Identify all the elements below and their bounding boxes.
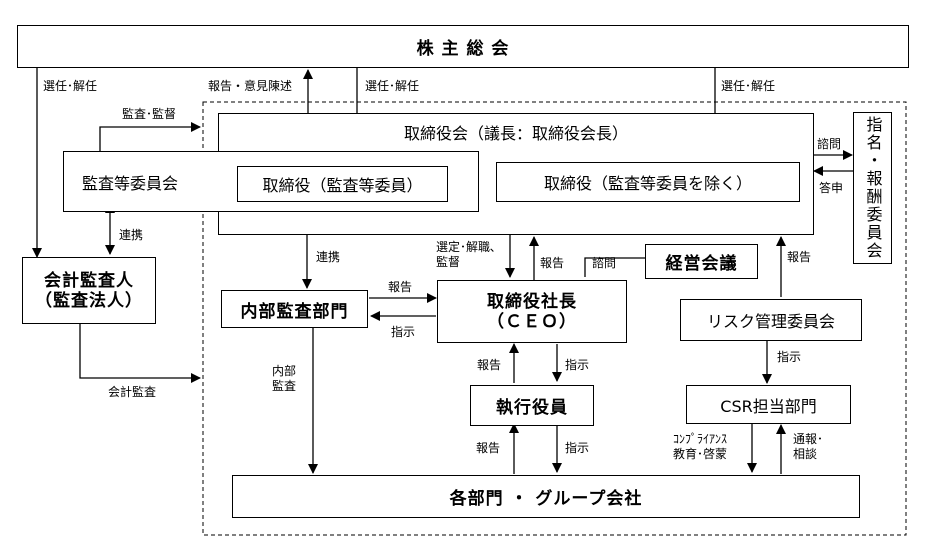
label-compliance: ｺﾝﾌﾟﾗｲｱﾝｽ 教育･啓蒙: [673, 432, 727, 462]
label-compliance-1: ｺﾝﾌﾟﾗｲｱﾝｽ: [673, 432, 728, 446]
label-select-dismiss: 選定･解職､: [436, 240, 497, 254]
label-whistle: 通報･ 相談: [793, 432, 823, 462]
label-whistle-1: 通報･: [793, 432, 824, 446]
label-report-internal: 報告: [388, 280, 413, 294]
label-audit: 監査: [272, 379, 297, 393]
label-supervise: 監督: [436, 255, 461, 269]
label-consult: 諮問: [817, 137, 842, 151]
label-elect-dismiss-left: 選任･解任: [43, 79, 98, 93]
label-report-exec: 報告: [477, 358, 502, 372]
label-compliance-2: 教育･啓蒙: [673, 447, 728, 461]
label-elect-dismiss-right: 選任･解任: [721, 79, 776, 93]
accounting-auditor-line1: 会計監査人: [44, 270, 134, 291]
label-report-dept: 報告: [476, 441, 501, 455]
risk-management-committee: リスク管理委員会: [680, 299, 862, 341]
board-title: 取締役会（議長：取締役会長）: [403, 124, 628, 143]
label-whistle-2: 相談: [793, 447, 818, 461]
president-line2: （ＣＥＯ）: [487, 311, 577, 332]
label-instruct-dept: 指示: [565, 441, 590, 455]
shareholders-meeting-label: 株 主 総 会: [416, 39, 510, 59]
label-audit-supervise: 監査･監督: [122, 107, 177, 121]
label-internal-audit: 内部 監査: [272, 364, 296, 394]
label-instruct-csr: 指示: [777, 350, 802, 364]
label-report-opinion: 報告・意見陳述: [208, 79, 293, 93]
executive-officers: 執行役員: [470, 385, 594, 426]
label-cooperate-mid: 連携: [316, 250, 341, 264]
nomination-compensation-committee: 指名・報酬委員会: [853, 112, 892, 264]
shareholders-meeting: 株 主 総 会: [17, 25, 909, 68]
label-report-board: 報告: [540, 256, 565, 270]
label-elect-dismiss-mid: 選任･解任: [365, 79, 420, 93]
label-instruct-exec: 指示: [565, 358, 590, 372]
csr-department-label: CSR担当部門: [720, 396, 817, 416]
president-line1: 取締役社長: [487, 291, 577, 312]
risk-committee-label: リスク管理委員会: [706, 312, 835, 331]
label-accounting-audit: 会計監査: [108, 385, 157, 399]
president-ceo: 取締役社長 （ＣＥＯ）: [437, 280, 627, 343]
director-audit-member: 取締役（監査等委員）: [237, 166, 448, 202]
label-instruct-internal: 指示: [391, 325, 416, 339]
label-select-dismiss-supervise: 選定･解職､ 監督: [436, 240, 496, 270]
audit-committee-label: 監査等委員会: [82, 173, 179, 193]
label-internal: 内部: [272, 364, 297, 378]
management-meeting: 経営会議: [645, 244, 758, 279]
director-audit-label: 取締役（監査等委員）: [262, 176, 423, 195]
label-cooperate-left: 連携: [119, 228, 144, 242]
label-answer: 答申: [819, 181, 844, 195]
management-meeting-label: 経営会議: [665, 254, 738, 274]
label-consult-mgmt: 諮問: [592, 256, 617, 270]
internal-audit-dept: 内部監査部門: [221, 290, 368, 328]
accounting-auditor: 会計監査人 （監査法人）: [22, 257, 156, 324]
csr-department: CSR担当部門: [686, 385, 851, 424]
internal-audit-label: 内部監査部門: [240, 301, 349, 322]
accounting-auditor-line2: （監査法人）: [35, 290, 143, 311]
nomination-committee-label: 指名・報酬委員会: [863, 116, 883, 260]
departments-label: 各部門 ・ グループ会社: [449, 489, 643, 509]
label-report-risk: 報告: [787, 250, 812, 264]
director-non-audit: 取締役（監査等委員を除く）: [496, 162, 800, 202]
departments-group-companies: 各部門 ・ グループ会社: [232, 475, 860, 518]
director-non-audit-label: 取締役（監査等委員を除く）: [543, 174, 752, 193]
executive-officers-label: 執行役員: [496, 398, 568, 418]
